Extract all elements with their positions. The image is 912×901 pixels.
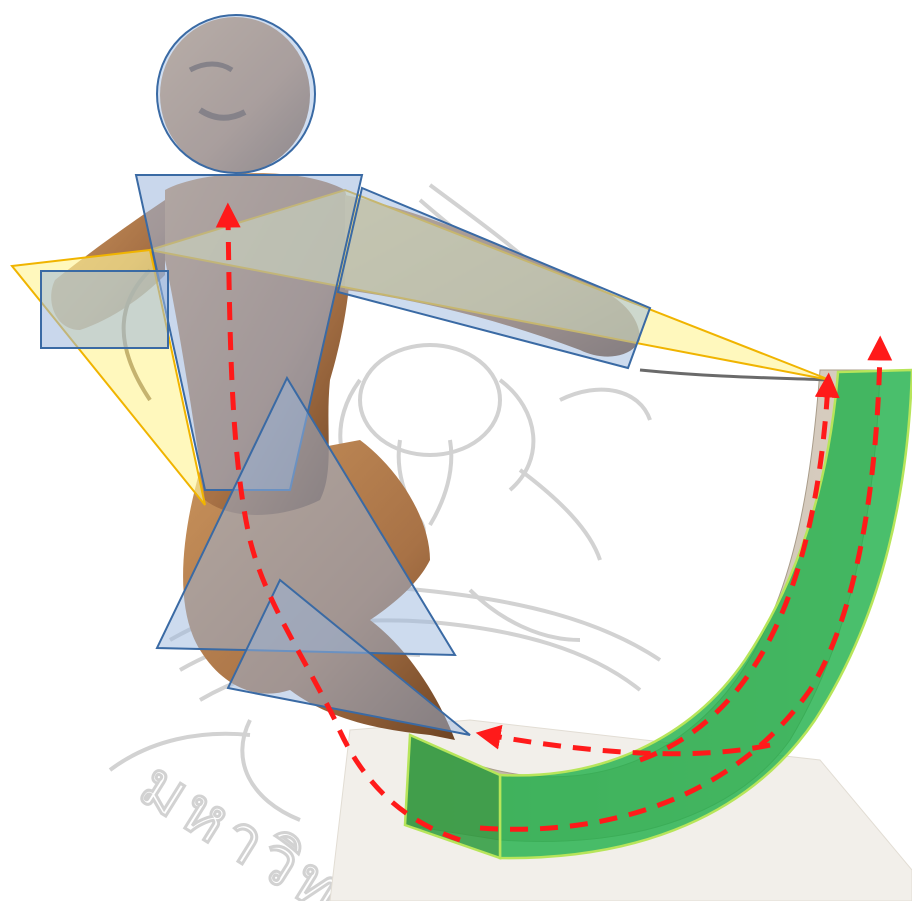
watermark-text: มหาวิท [127,748,360,901]
head-overlay [157,15,315,173]
right-arm-overlay [338,188,650,368]
left-hand-overlay [41,271,168,348]
